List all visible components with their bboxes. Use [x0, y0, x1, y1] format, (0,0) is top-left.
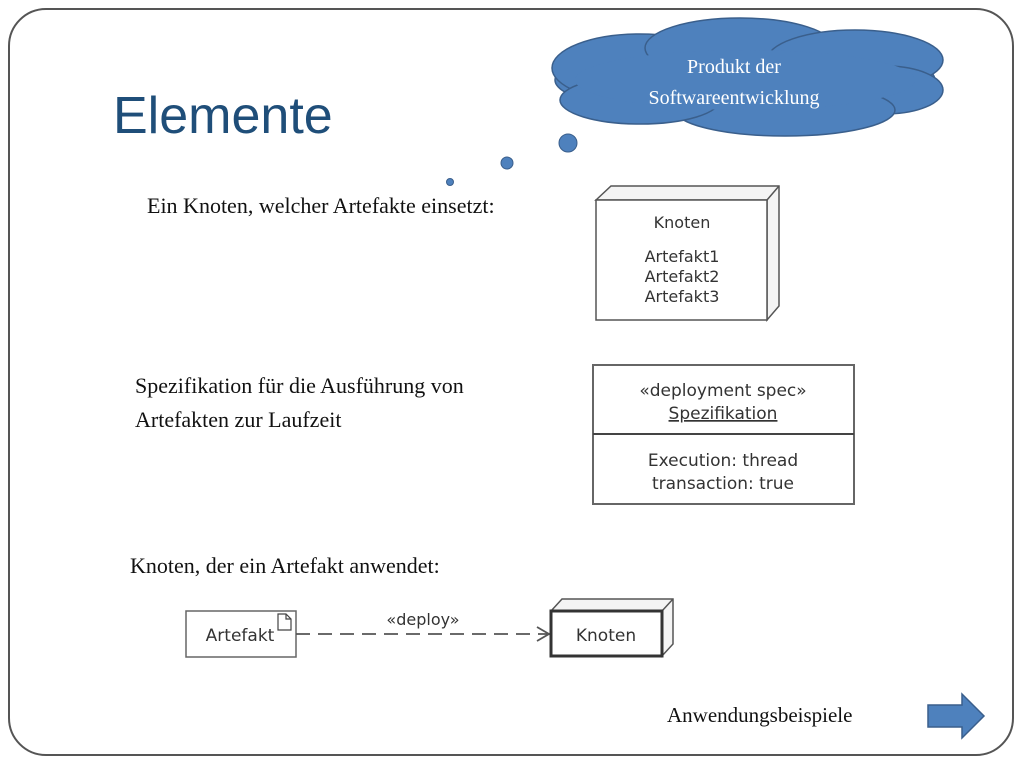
- thought-bubble-medium: [500, 156, 514, 170]
- text-node-uses-artifact: Knoten, der ein Artefakt anwendet:: [130, 553, 440, 578]
- anwendungsbeispiele-link[interactable]: Anwendungsbeispiele: [667, 703, 853, 727]
- node-artifact-3: Artefakt3: [645, 287, 720, 306]
- page-title: Elemente: [113, 87, 333, 145]
- spec-name: Spezifikation: [669, 404, 778, 424]
- node-artifact-2: Artefakt2: [645, 267, 720, 286]
- artifact-name: Artefakt: [206, 626, 275, 646]
- text-node-artifacts: Ein Knoten, welcher Artefakte einsetzt:: [147, 193, 495, 218]
- spec-stereotype: «deployment spec»: [639, 381, 806, 401]
- deploy-arrowhead: [536, 626, 551, 642]
- node-name: Knoten: [654, 213, 711, 232]
- callout-line-1: Produkt der: [687, 56, 781, 78]
- next-arrow-icon: [927, 692, 986, 740]
- spec-property-2: transaction: true: [652, 474, 794, 494]
- text-deployment-spec-line-2: Artefakten zur Laufzeit: [135, 407, 342, 432]
- node-artifact-1: Artefakt1: [645, 247, 720, 266]
- thought-bubble-large: [558, 133, 578, 153]
- callout-text: Produkt der Softwareentwicklung: [600, 52, 868, 114]
- text-deployment-spec: Spezifikation für die Ausführung von Art…: [135, 369, 464, 437]
- spec-property-1: Execution: thread: [648, 451, 798, 471]
- deploy-label: «deploy»: [386, 610, 459, 629]
- artifact-document-icon: [277, 613, 292, 631]
- text-deployment-spec-line-1: Spezifikation für die Ausführung von: [135, 373, 464, 398]
- next-arrow-button[interactable]: [926, 692, 986, 740]
- deploy-node-name: Knoten: [576, 626, 636, 646]
- callout-line-2: Softwareentwicklung: [648, 87, 820, 109]
- deploy-node-box: [549, 598, 674, 658]
- thought-bubble-small: [446, 178, 454, 186]
